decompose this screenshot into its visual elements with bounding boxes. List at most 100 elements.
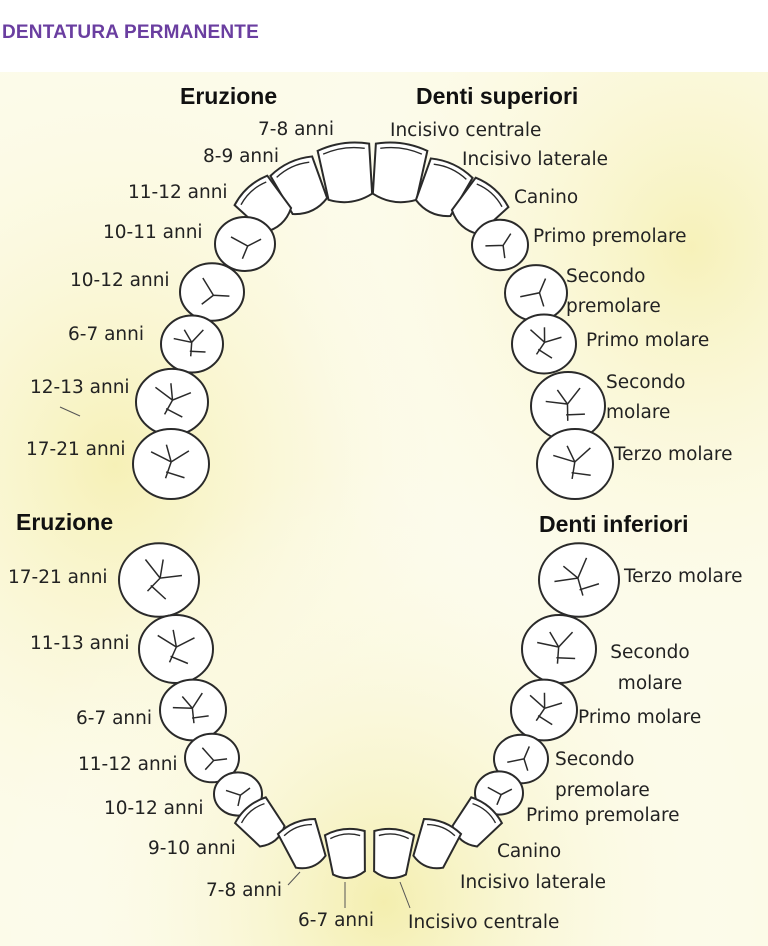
crown-ridge (322, 146, 365, 155)
crown-ridge (472, 802, 497, 824)
upper-tooth-label: Primo molare (586, 330, 710, 351)
fissure-lines (150, 444, 190, 479)
upper-third-molar-right (536, 428, 614, 500)
lower-age-label: 11-12 anni (78, 754, 178, 775)
crown-outline (233, 174, 293, 234)
fissure-lines (545, 387, 585, 421)
fissure-lines (225, 787, 251, 807)
crown-ridge (378, 833, 410, 840)
lower-third-molar-left (118, 542, 200, 618)
upper-age-label: 6-7 anni (68, 324, 145, 345)
crown-ridge (427, 823, 456, 837)
lower-tooth-label: Incisivo centrale (408, 912, 560, 933)
lower-central-incisor-left (323, 827, 366, 879)
lower-tooth-label: Terzo molare (624, 566, 743, 587)
upper-second-premolar-right (504, 264, 568, 322)
upper-canine-left (233, 174, 293, 234)
fissure-lines (554, 557, 600, 596)
upper-tooth-label: Secondo molare (606, 372, 686, 423)
lower-tooth-label: Secondo molare (610, 642, 690, 694)
fissure-lines (201, 277, 230, 305)
upper-age-label: 11-12 anni (128, 182, 228, 203)
lower-central-incisor-right (373, 827, 416, 879)
upper-age-label: 8-9 anni (203, 146, 280, 167)
fissure-lines (201, 747, 228, 771)
crown-ridge (433, 163, 467, 180)
lower-tooth-label: Secondo premolare (555, 749, 650, 801)
upper-tooth-label: Canino (514, 187, 579, 208)
upper-second-premolar-left (179, 262, 245, 322)
fissure-lines (485, 233, 512, 259)
upper-teeth-header: Denti superiori (416, 83, 579, 109)
page-title: DENTATURA PERMANENTE (2, 22, 259, 43)
lower-first-premolar-right (474, 770, 524, 816)
crown-ridge (240, 181, 267, 206)
dental-arches (59, 141, 620, 909)
fissure-lines (172, 692, 209, 724)
upper-canine-right (450, 176, 510, 236)
crown-outline (276, 817, 327, 870)
fissure-lines (553, 445, 591, 480)
upper-age-label: 10-11 anni (103, 222, 203, 243)
upper-first-molar-right (511, 313, 577, 375)
upper-first-premolar-left (214, 216, 276, 272)
upper-second-molar-left (135, 367, 209, 437)
upper-age-label: 12-13 anni (30, 377, 130, 398)
crown-outline (373, 827, 416, 879)
lower-tooth-label: Primo premolare (526, 805, 680, 826)
dentition-figure: Eruzione Denti superiori 7-8 anni 8-9 an… (0, 72, 768, 946)
upper-tooth-label: Terzo molare (614, 444, 733, 465)
lower-tooth-label: Primo molare (578, 707, 702, 728)
lower-lateral-incisor-left (276, 817, 327, 870)
figure-background (0, 72, 768, 946)
fissure-lines (529, 327, 562, 359)
lower-age-label: 7-8 anni (206, 880, 283, 901)
upper-third-molar-left (132, 428, 210, 500)
lower-tooth-label: Incisivo laterale (460, 872, 606, 893)
upper-first-premolar-right (471, 218, 529, 272)
leader-line (399, 881, 411, 909)
crown-ridge (276, 161, 310, 178)
crown-ridge (240, 802, 265, 824)
upper-tooth-label: Incisivo laterale (462, 149, 608, 170)
crown-outline (233, 796, 286, 848)
fissure-lines (157, 629, 195, 665)
fissure-lines (520, 278, 547, 307)
lower-age-label: 17-21 anni (8, 567, 108, 588)
upper-eruption-header: Eruzione (180, 83, 278, 109)
lower-second-premolar-left (184, 732, 240, 784)
fissure-lines (537, 631, 576, 664)
upper-age-label: 17-21 anni (26, 439, 126, 460)
crown-outline (323, 827, 366, 879)
lower-age-label: 11-13 anni (30, 633, 130, 654)
upper-age-label: 10-12 anni (70, 270, 170, 291)
lower-teeth-header: Denti inferiori (539, 511, 689, 537)
lower-first-molar-left (159, 678, 227, 742)
upper-tooth-label: Primo premolare (533, 226, 687, 247)
upper-tooth-label: Secondo premolare (566, 266, 661, 317)
fissure-lines (230, 236, 262, 260)
leader-line (287, 871, 301, 886)
lower-tooth-label: Canino (497, 841, 562, 862)
fissure-lines (529, 692, 563, 726)
lower-third-molar-right (538, 542, 620, 618)
lower-second-molar-left (138, 613, 214, 685)
lower-eruption-header: Eruzione (16, 509, 114, 535)
crown-ridge (380, 146, 423, 155)
leader-line (59, 406, 81, 417)
crown-ridge (476, 183, 503, 208)
lower-age-label: 6-7 anni (76, 708, 153, 729)
lower-age-label: 9-10 anni (148, 838, 236, 859)
fissure-lines (487, 786, 513, 806)
lower-first-molar-right (510, 678, 578, 742)
lower-age-label: 6-7 anni (298, 910, 375, 931)
crown-ridge (329, 833, 361, 840)
lower-canine-left (233, 796, 286, 848)
fissure-lines (173, 329, 206, 357)
lower-lateral-incisor-right (412, 817, 463, 870)
fissure-lines (144, 559, 183, 600)
fissure-lines (507, 746, 531, 771)
lower-second-molar-right (521, 613, 597, 685)
upper-tooth-label: Incisivo centrale (390, 120, 542, 141)
crown-ridge (283, 823, 312, 837)
